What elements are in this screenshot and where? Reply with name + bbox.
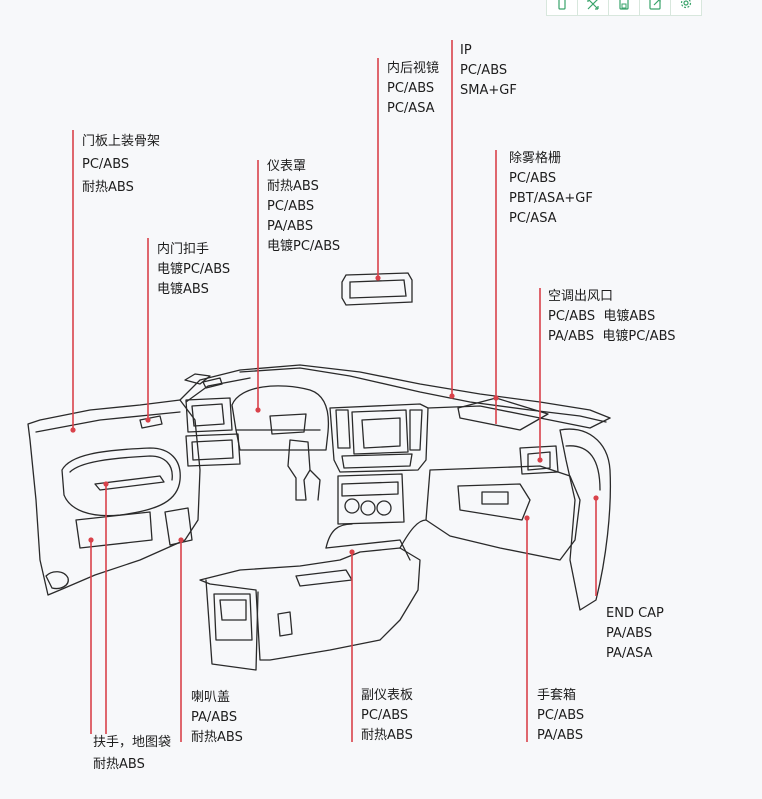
save-button[interactable]: [608, 0, 640, 16]
label-console-title: 副仪表板: [361, 688, 414, 703]
label-armrest-map: 扶手，地图袋 耐热ABS: [93, 733, 171, 775]
label-end-cap: END CAP PA/ABS PA/ASA: [606, 604, 664, 664]
label-door-frame-material-1: PC/ABS: [82, 157, 130, 172]
label-glove-box-title: 手套箱: [537, 688, 577, 703]
label-ac-vent-title: 空调出风口: [548, 289, 614, 304]
label-end-cap-material-2: PA/ASA: [606, 646, 653, 661]
label-meter-hood-title: 仪表罩: [267, 159, 307, 174]
label-defrost-grille-title: 除雾格栅: [509, 151, 562, 166]
label-defrost-grille-material-3: PC/ASA: [509, 211, 557, 226]
label-ac-vent-material-2: PA/ABS 电镀PC/ABS: [548, 329, 676, 344]
label-ac-vent-material-1: PC/ABS 电镀ABS: [548, 309, 656, 324]
label-door-frame-title: 门板上装骨架: [82, 134, 161, 149]
label-inner-handle: 内门扣手 电镀PC/ABS 电镀ABS: [157, 240, 230, 300]
label-defrost-grille-material-1: PC/ABS: [509, 171, 557, 186]
label-defrost-grille-material-2: PBT/ASA+GF: [509, 191, 593, 206]
label-ip: IP PC/ABS SMA+GF: [460, 41, 517, 101]
label-inner-handle-material-1: 电镀PC/ABS: [157, 262, 231, 277]
label-console-material-2: 耐热ABS: [361, 728, 413, 743]
share-icon: [649, 0, 661, 10]
label-armrest-map-title: 扶手，地图袋: [93, 735, 172, 750]
label-mirror: 内后视镜 PC/ABS PC/ASA: [387, 59, 439, 119]
label-defrost-grille: 除雾格栅 PC/ABS PBT/ASA+GF PC/ASA: [509, 149, 593, 229]
label-armrest-map-material-1: 耐热ABS: [93, 757, 145, 772]
label-meter-hood-material-1: 耐热ABS: [267, 179, 319, 194]
label-inner-handle-title: 内门扣手: [157, 242, 210, 257]
label-mirror-title: 内后视镜: [387, 61, 440, 76]
label-speaker-cover-title: 喇叭盖: [191, 690, 231, 705]
label-meter-hood: 仪表罩 耐热ABS PC/ABS PA/ABS 电镀PC/ABS: [267, 157, 340, 257]
label-speaker-cover: 喇叭盖 PA/ABS 耐热ABS: [191, 688, 243, 748]
label-ip-material-1: PC/ABS: [460, 63, 508, 78]
callout-lines: [72, 40, 597, 742]
label-glove-box-material-1: PC/ABS: [537, 708, 585, 723]
label-ac-vent: 空调出风口 PC/ABS 电镀ABS PA/ABS 电镀PC/ABS: [548, 287, 676, 347]
label-inner-handle-material-2: 电镀ABS: [157, 282, 209, 297]
label-end-cap-title: END CAP: [606, 606, 664, 621]
label-meter-hood-material-4: 电镀PC/ABS: [267, 239, 341, 254]
label-glove-box-material-2: PA/ABS: [537, 728, 584, 743]
label-console-material-1: PC/ABS: [361, 708, 409, 723]
label-door-frame: 门板上装骨架 PC/ABS 耐热ABS: [82, 132, 160, 198]
label-ip-title: IP: [460, 43, 472, 58]
gear-icon: [680, 0, 692, 9]
label-mirror-material-2: PC/ASA: [387, 101, 435, 116]
callout-dots: [70, 275, 599, 555]
label-door-frame-material-2: 耐热ABS: [82, 180, 134, 195]
label-speaker-cover-material-1: PA/ABS: [191, 710, 238, 725]
label-ip-material-2: SMA+GF: [460, 83, 517, 98]
mirror-drawing: [341, 272, 413, 306]
toolbar: [546, 0, 702, 16]
label-mirror-material-1: PC/ABS: [387, 81, 435, 96]
label-meter-hood-material-2: PC/ABS: [267, 199, 315, 214]
label-console: 副仪表板 PC/ABS 耐热ABS: [361, 686, 413, 746]
label-speaker-cover-material-2: 耐热ABS: [191, 730, 243, 745]
dashboard-outline: [27, 364, 612, 671]
expand-icon: [587, 0, 599, 10]
label-meter-hood-material-3: PA/ABS: [267, 219, 314, 234]
mobile-icon: [558, 0, 566, 10]
label-end-cap-material-1: PA/ABS: [606, 626, 653, 641]
settings-button[interactable]: [670, 0, 702, 16]
label-glove-box: 手套箱 PC/ABS PA/ABS: [537, 686, 584, 746]
save-icon: [619, 0, 629, 10]
